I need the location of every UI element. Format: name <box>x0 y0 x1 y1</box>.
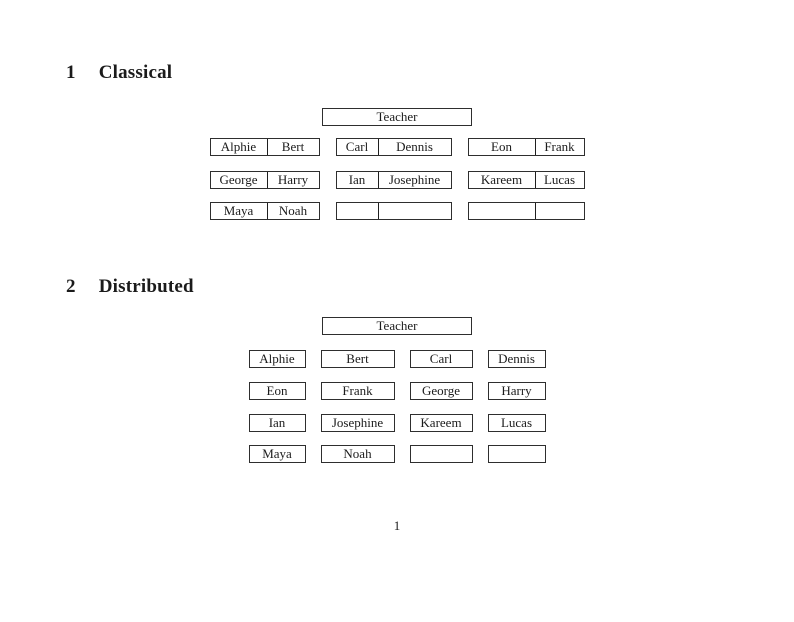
seat-cell <box>337 203 379 219</box>
seat-cell: Ian <box>337 172 379 188</box>
seat-row: Ian Josephine Kareem Lucas <box>0 414 794 432</box>
seat-row: Alphie Bert Carl Dennis <box>0 350 794 368</box>
seat-box: Kareem <box>409 414 473 432</box>
seat-row: Maya Noah <box>0 445 794 463</box>
section-title: Classical <box>98 62 173 83</box>
seat-box: George <box>409 382 473 400</box>
seat-box <box>487 445 546 463</box>
section-distributed: 2 Distributed Teacher Alphie Bert Carl De… <box>0 276 794 463</box>
seat-cell: Harry <box>277 172 309 187</box>
desk-row: George Harry Ian Josephine Kareem Lucas <box>0 171 794 189</box>
desk: Eon Frank <box>467 138 585 156</box>
seat-box: Carl <box>409 350 473 368</box>
seat-cell: Eon <box>469 139 536 155</box>
section-number: 2 <box>66 276 76 297</box>
section-heading: 2 Distributed <box>66 276 794 298</box>
seat-cell <box>536 203 584 219</box>
seat-cell: Kareem <box>469 172 536 188</box>
seat-cell <box>469 203 536 219</box>
desk: Maya Noah <box>209 202 320 220</box>
seat-box: Frank <box>320 382 395 400</box>
seat-cell: Bert <box>281 139 305 154</box>
classical-diagram: Teacher Alphie Bert Carl Dennis Eon Frank G… <box>0 108 794 220</box>
seat-box: Lucas <box>487 414 546 432</box>
seat-cell: George <box>211 172 268 188</box>
teacher-box: Teacher <box>322 108 472 126</box>
seat-box: Bert <box>320 350 395 368</box>
desk: Alphie Bert <box>209 138 320 156</box>
seat-cell: Alphie <box>211 139 268 155</box>
seat-cell: Maya <box>211 203 268 219</box>
seat-box: Noah <box>320 445 395 463</box>
seat-box: Harry <box>487 382 546 400</box>
seat-box: Maya <box>248 445 306 463</box>
seat-cell: Noah <box>278 203 308 218</box>
desk: George Harry <box>209 171 320 189</box>
section-number: 1 <box>66 62 76 83</box>
page-number: 1 <box>393 518 401 533</box>
seat-box <box>409 445 473 463</box>
seat-box: Josephine <box>320 414 395 432</box>
seat-box: Eon <box>248 382 306 400</box>
desk-row: Maya Noah <box>0 202 794 220</box>
desk <box>467 202 585 220</box>
seat-box: Dennis <box>487 350 546 368</box>
seat-cell: Lucas <box>543 172 576 187</box>
section-classical: 1 Classical Teacher Alphie Bert Carl Dennis… <box>0 62 794 220</box>
section-heading: 1 Classical <box>66 62 794 84</box>
desk <box>335 202 452 220</box>
desk-row: Alphie Bert Carl Dennis Eon Frank <box>0 138 794 156</box>
seat-cell: Dennis <box>396 139 433 154</box>
seat-cell <box>379 203 451 219</box>
teacher-box: Teacher <box>322 317 472 335</box>
desk: Ian Josephine <box>335 171 452 189</box>
seat-cell: Carl <box>337 139 379 155</box>
seat-cell: Josephine <box>388 172 441 187</box>
distributed-diagram: Teacher Alphie Bert Carl Dennis Eon Fran… <box>0 317 794 463</box>
desk: Kareem Lucas <box>467 171 585 189</box>
section-title: Distributed <box>98 276 194 297</box>
seat-box: Ian <box>248 414 306 432</box>
seat-box: Alphie <box>248 350 306 368</box>
seat-cell: Frank <box>544 139 575 154</box>
seat-row: Eon Frank George Harry <box>0 382 794 400</box>
desk: Carl Dennis <box>335 138 452 156</box>
